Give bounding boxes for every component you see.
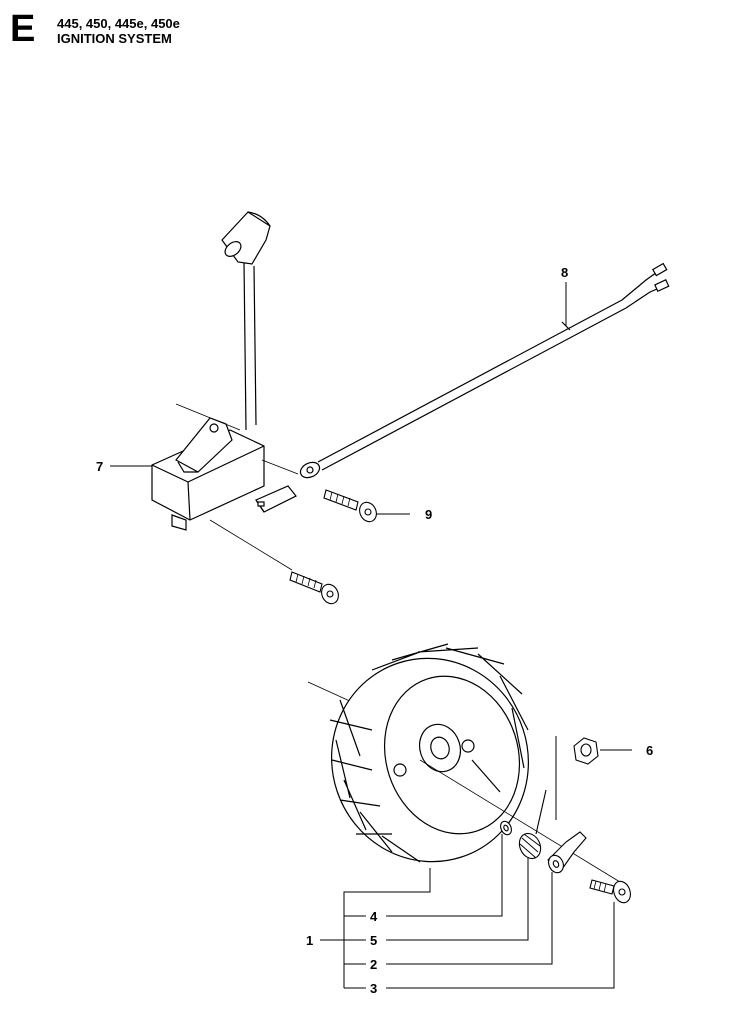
ignition-module [151, 211, 299, 531]
callout-8: 8 [561, 265, 568, 280]
callout-1: 1 [306, 933, 313, 948]
callout-9: 9 [425, 507, 432, 522]
axis-line [419, 759, 621, 883]
leader-lines [110, 282, 632, 989]
callout-7: 7 [96, 459, 103, 474]
pawl [547, 831, 587, 874]
model-list: 445, 450, 445e, 450e [57, 16, 180, 31]
section-letter: E [10, 8, 36, 50]
washer [500, 820, 512, 836]
pawl-screw [589, 879, 631, 904]
callout-3: 3 [370, 981, 377, 996]
ignition-cable [255, 262, 670, 513]
callout-6: 6 [646, 743, 653, 758]
nut [573, 737, 599, 765]
callout-5: 5 [370, 933, 377, 948]
screw-lower [209, 519, 339, 605]
page-title: IGNITION SYSTEM [57, 31, 172, 46]
screw-upper [323, 489, 377, 523]
flywheel [307, 643, 529, 863]
spring [518, 789, 547, 860]
callout-2: 2 [370, 957, 377, 972]
callout-4: 4 [370, 909, 378, 924]
